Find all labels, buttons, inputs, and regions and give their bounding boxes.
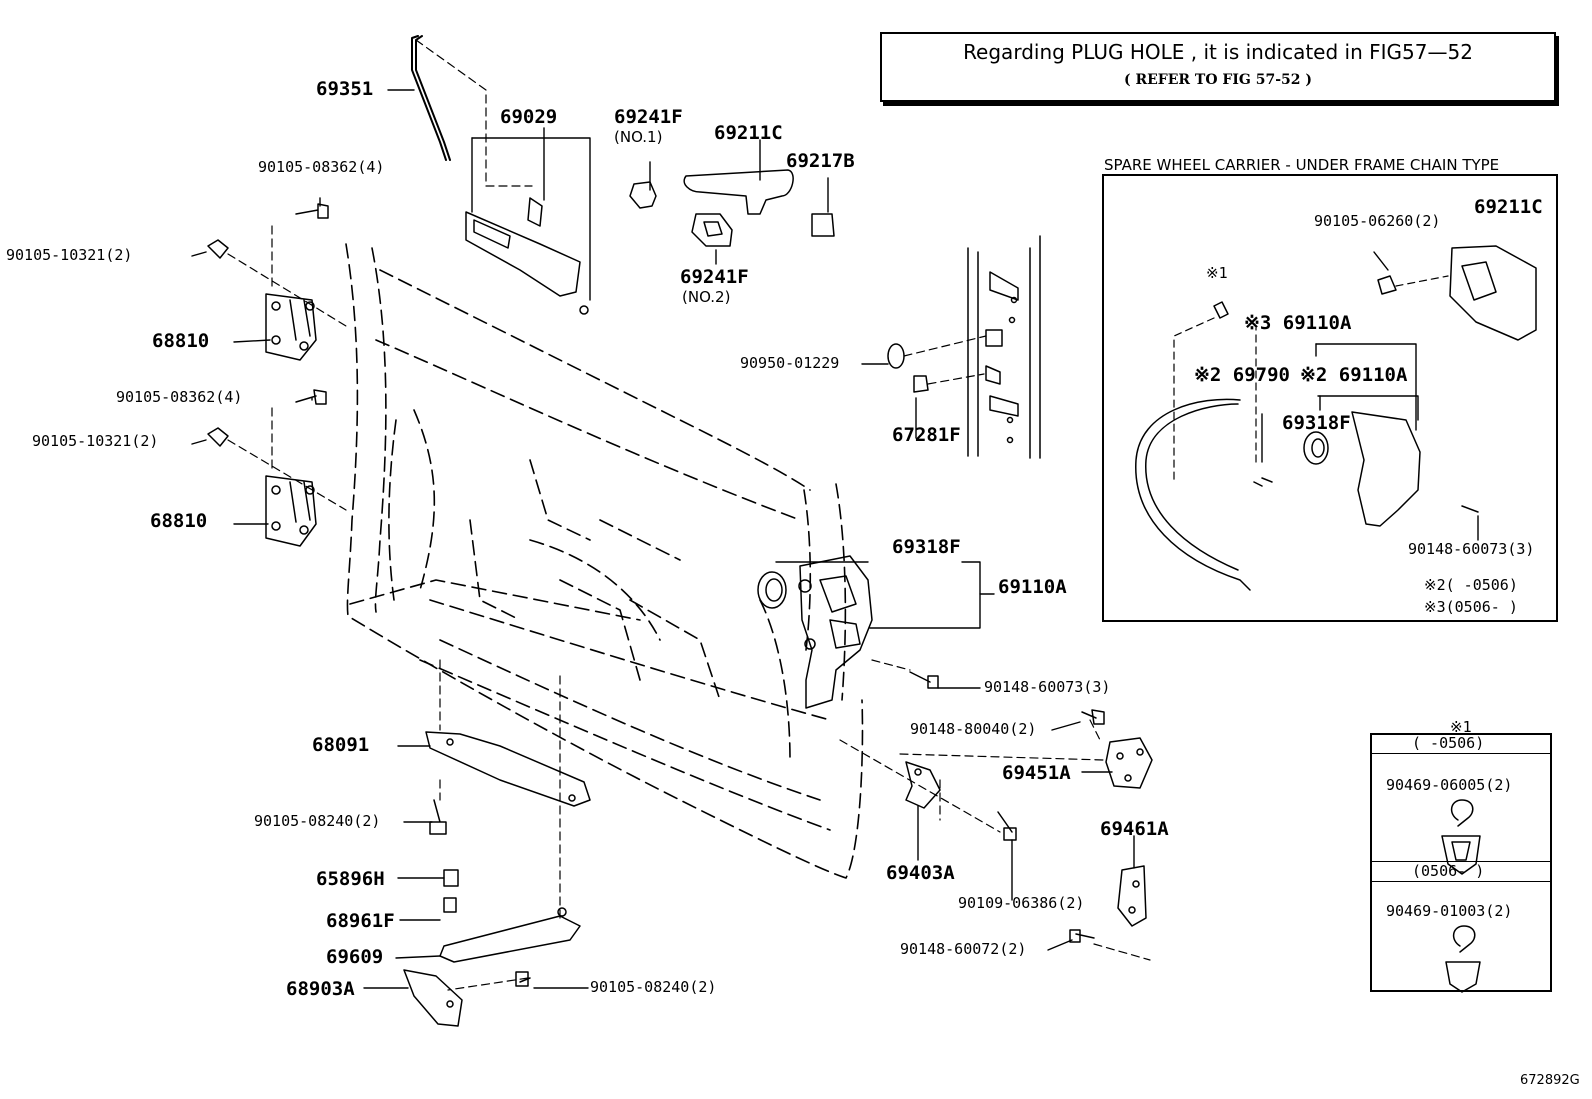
bracket-69403A (905, 761, 941, 809)
clip-table-sep-2 (1372, 861, 1550, 862)
inset-label-1: 69211C (1474, 196, 1543, 218)
part-label-15: 67281F (892, 424, 961, 446)
part-label-25: 69609 (326, 946, 384, 968)
inset-label-6: 69318F (1282, 412, 1351, 434)
part-label-12: 90105-10321(2) (32, 432, 159, 450)
part-label-23: 65896H (316, 868, 385, 890)
part-label-21: 69451A (1002, 762, 1071, 784)
inset-label-8: ※2( -0506) (1424, 576, 1518, 594)
bumper-65896H (443, 869, 459, 913)
inset-label-4: ※2 69790 (1194, 364, 1290, 386)
inset-leaders (1261, 251, 1479, 541)
inset-parts (1135, 245, 1537, 591)
part-label-5: 69217B (786, 150, 855, 172)
spare-wheel-carrier-inset (1102, 174, 1558, 622)
clip-part-1: 90469-06005(2) (1386, 776, 1513, 794)
part-label-11: 90105-08362(4) (116, 388, 243, 406)
figure-id: 672892G (1520, 1073, 1580, 1088)
part-label-17: 69110A (998, 576, 1067, 598)
inset-label-2: ※1 (1206, 264, 1228, 282)
hinge-upper-68810 (265, 293, 317, 361)
inset-label-9: ※3(0506- ) (1424, 598, 1518, 616)
clip-table (1370, 733, 1552, 992)
part-label-22: 90105-08240(2) (254, 812, 381, 830)
door-lock-69110A (757, 555, 873, 709)
part-label-4: 69211C (714, 122, 783, 144)
door-panel-outline (345, 243, 864, 879)
alignment-lines (227, 39, 1151, 991)
part-label-13: 68810 (150, 510, 208, 532)
part-label-14: 90950-01229 (740, 354, 840, 372)
clip-table-sep-1 (1372, 753, 1550, 754)
note-line-1: Regarding PLUG HOLE , it is indicated in… (963, 40, 1473, 64)
rod-69351 (411, 35, 451, 161)
part-label-28: 69403A (886, 862, 955, 884)
inset-label-0: 90105-06260(2) (1314, 212, 1441, 230)
part-label-26: 68903A (286, 978, 355, 1000)
clip-part-2: 90469-01003(2) (1386, 902, 1513, 920)
leader-lines (191, 89, 1135, 989)
part-label-18: 90148-60073(3) (984, 678, 1111, 696)
part-label-9: 90105-10321(2) (6, 246, 133, 264)
arm-69609 (439, 907, 581, 963)
wedge-69461A (1117, 865, 1147, 927)
bracket-68903A (403, 969, 463, 1027)
part-label-2: 69241F (614, 106, 683, 128)
part-label-30: 69461A (1100, 818, 1169, 840)
part-label-7: (NO.2) (682, 288, 731, 306)
outside-handle-69211C (629, 169, 835, 247)
part-label-10: 68810 (152, 330, 210, 352)
clip-range-1: ( -0506) (1412, 734, 1485, 752)
clip-table-header: ※1 (1450, 718, 1472, 736)
part-label-31: 90148-60072(2) (900, 940, 1027, 958)
clip-icon-1 (1441, 799, 1481, 875)
handle-69029 (465, 197, 589, 315)
clip-icon-2 (1445, 925, 1481, 993)
bolts (207, 203, 1105, 987)
part-label-19: 68091 (312, 734, 370, 756)
inset-title: SPARE WHEEL CARRIER - UNDER FRAME CHAIN … (1104, 156, 1500, 174)
part-label-8: 90105-08362(4) (258, 158, 385, 176)
inset-dashed (1173, 275, 1449, 481)
clip-table-sep-3 (1372, 881, 1550, 882)
inset-label-5: ※2 69110A (1300, 364, 1408, 386)
striker-69451A (1105, 737, 1153, 789)
plug-hole-note: Regarding PLUG HOLE , it is indicated in… (880, 32, 1556, 102)
part-label-29: 90109-06386(2) (958, 894, 1085, 912)
hinge-lower-68810 (265, 475, 317, 547)
inset-label-3: ※3 69110A (1244, 312, 1352, 334)
part-label-3: (NO.1) (614, 128, 663, 146)
clip-range-2: (0506- ) (1412, 862, 1485, 880)
lower-bracket-68091 (425, 731, 591, 807)
inset-label-7: 90148-60073(3) (1408, 540, 1535, 558)
part-label-0: 69351 (316, 78, 374, 100)
note-line-2: ( REFER TO FIG 57-52 ) (1123, 72, 1312, 88)
part-label-27: 90105-08240(2) (590, 978, 717, 996)
part-label-6: 69241F (680, 266, 749, 288)
part-label-16: 69318F (892, 536, 961, 558)
part-label-24: 68961F (326, 910, 395, 932)
door-pillar (967, 235, 1041, 459)
part-label-1: 69029 (500, 106, 558, 128)
part-label-20: 90148-80040(2) (910, 720, 1037, 738)
